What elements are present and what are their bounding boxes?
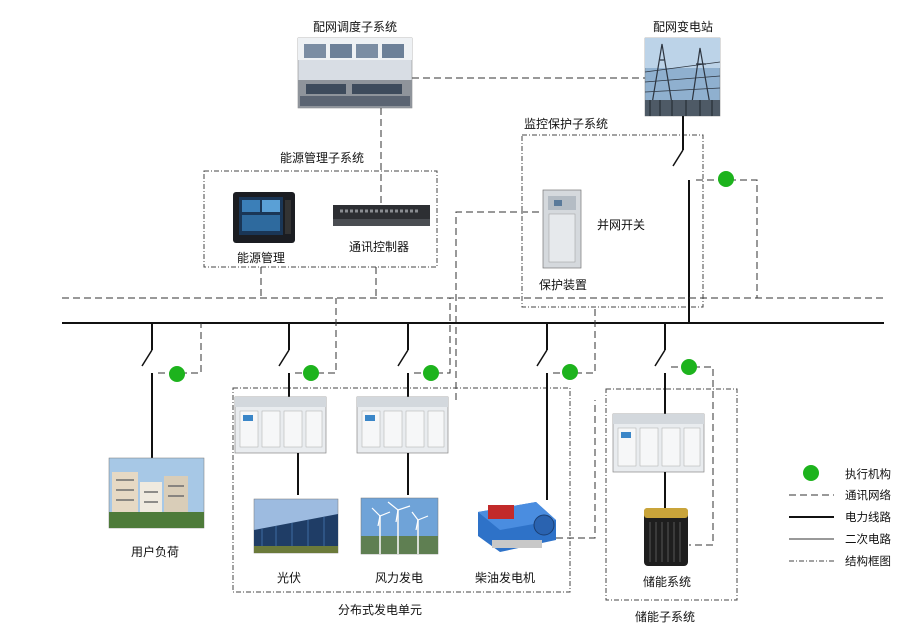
comm-storage-switch (671, 366, 714, 546)
storage-sub-label: 储能子系统 (635, 609, 695, 624)
energy-mgmt-sub-label: 能源管理子系统 (280, 150, 364, 165)
grid-switch-blade (672, 149, 684, 167)
substation-image (644, 37, 721, 117)
energy-mgmt-panel-image (233, 192, 295, 243)
wind-turbine-image (360, 497, 439, 555)
pv-switchgear-image (234, 396, 327, 454)
wind-switchgear-image (356, 396, 449, 454)
dispatch-label: 配网调度子系统 (313, 19, 397, 34)
pv-label: 光伏 (277, 571, 301, 585)
load-switch-blade (141, 349, 153, 367)
comm-wind-switch (414, 298, 451, 374)
comm-ctrl-label: 通讯控制器 (349, 240, 409, 254)
comm-pv-switch (295, 298, 337, 374)
storage-label: 储能系统 (643, 574, 691, 589)
legend-comm-label: 通讯网络 (845, 488, 891, 502)
legend-power-label: 电力线路 (845, 510, 891, 524)
storage-sub-frame (605, 388, 738, 601)
legend-actuator-symbol (803, 465, 819, 481)
actuator-grid-switch (718, 171, 734, 187)
storage-switchgear-image (612, 413, 705, 473)
actuator-load (169, 366, 185, 382)
dist-unit-frame (232, 387, 571, 593)
user-load-label: 用户负荷 (131, 544, 179, 559)
dispatch-control-room-image (297, 37, 413, 109)
comm-controller-image (333, 205, 430, 226)
legend-secondary-label: 二次电路 (845, 532, 891, 546)
actuator-storage (681, 359, 697, 375)
protection-label: 保护装置 (539, 278, 587, 292)
diesel-generator-image (478, 502, 556, 552)
comm-load-switch (158, 323, 202, 374)
grid-switch-label: 并网开关 (597, 218, 645, 232)
legend-frame-label: 结构框图 (845, 554, 891, 568)
legend: 执行机构 通讯网络 电力线路 二次电路 结构框图 (789, 465, 891, 568)
dist-unit-label: 分布式发电单元 (338, 602, 422, 617)
user-load-image (108, 457, 205, 529)
storage-switch-blade (654, 349, 666, 367)
comm-diesel-switch (553, 307, 596, 374)
pv-panel-image (253, 498, 339, 554)
pv-switch-blade (278, 349, 290, 367)
wind-switch-blade (397, 349, 409, 367)
energy-mgmt-label: 能源管理 (237, 250, 285, 265)
wind-label: 风力发电 (375, 570, 423, 585)
protection-cabinet-image (542, 189, 582, 269)
comm-diesel-unit (556, 400, 596, 539)
actuator-wind (423, 365, 439, 381)
comm-grid-switch (696, 179, 758, 298)
comm-wind-protection (455, 211, 543, 400)
monitor-label: 监控保护子系统 (524, 117, 608, 131)
actuator-diesel (562, 364, 578, 380)
substation-label: 配网变电站 (653, 19, 713, 34)
monitor-frame (521, 134, 704, 308)
actuator-pv (303, 365, 319, 381)
diesel-switch-blade (536, 349, 548, 367)
diesel-label: 柴油发电机 (475, 570, 535, 585)
energy-mgmt-frame (203, 170, 438, 268)
battery-image (644, 508, 688, 566)
legend-actuator-label: 执行机构 (845, 467, 891, 481)
